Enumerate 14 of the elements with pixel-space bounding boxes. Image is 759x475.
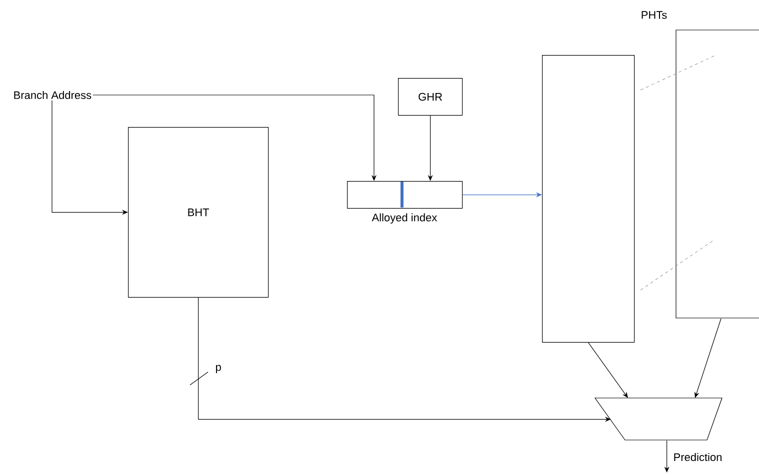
address-label: Branch Address — [14, 90, 92, 100]
table-box — [676, 30, 759, 318]
arrow — [588, 342, 628, 398]
edge-label: p — [214, 364, 222, 374]
node-label: Alloyed index — [372, 213, 438, 224]
edge-label: Prediction — [672, 452, 724, 462]
connector-line — [640, 240, 714, 290]
register-box: GHR — [398, 78, 463, 116]
connector-line — [640, 54, 716, 90]
table-box: BHT — [128, 127, 269, 298]
table-heading: PHTs — [642, 11, 667, 19]
table-box — [542, 55, 635, 343]
arrow — [92, 94, 377, 181]
index-register: Alloyed index — [347, 181, 463, 224]
